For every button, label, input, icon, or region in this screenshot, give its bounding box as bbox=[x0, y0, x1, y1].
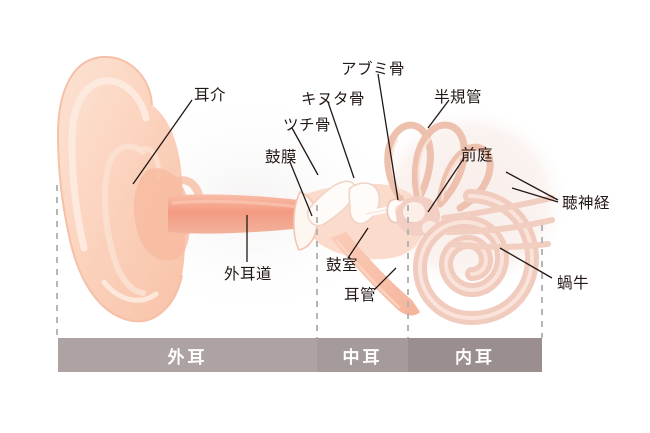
leader-incus bbox=[327, 101, 355, 179]
ear-canal-structure bbox=[168, 194, 304, 234]
region-middle-ear-label: 中耳 bbox=[342, 347, 383, 368]
region-inner-ear-label: 内耳 bbox=[455, 347, 495, 368]
leader-malleus bbox=[291, 127, 319, 176]
leader-auricle bbox=[132, 99, 193, 185]
leader-nerve-2 bbox=[511, 187, 559, 203]
leader-eustachian bbox=[373, 267, 397, 291]
region-outer-ear: 外耳 bbox=[58, 338, 317, 372]
label-auricle: 耳介 bbox=[194, 86, 227, 104]
pinna-auricle bbox=[56, 55, 205, 323]
leader-vestibule bbox=[427, 157, 465, 213]
leader-cochlea bbox=[499, 247, 553, 279]
leader-stapes bbox=[377, 73, 399, 201]
label-tympanic-cavity: 鼓室 bbox=[326, 256, 359, 274]
region-dividers bbox=[56, 185, 543, 338]
leader-semicircular bbox=[427, 99, 450, 129]
leader-lines bbox=[132, 73, 559, 291]
label-ear-canal: 外耳道 bbox=[224, 265, 273, 283]
label-incus: キヌタ骨 bbox=[301, 90, 366, 108]
label-stapes: アブミ骨 bbox=[341, 60, 406, 78]
region-inner-ear: 内耳 bbox=[408, 338, 542, 372]
label-cochlea: 蝸牛 bbox=[557, 274, 590, 292]
region-outer-ear-label: 外耳 bbox=[167, 347, 208, 368]
label-eardrum: 鼓膜 bbox=[265, 148, 298, 166]
leader-tympanic-cavity bbox=[347, 227, 369, 259]
region-middle-ear: 中耳 bbox=[317, 338, 408, 372]
auditory-nerve-structure bbox=[441, 195, 555, 250]
leader-nerve-1 bbox=[505, 171, 559, 201]
label-eustachian-tube: 耳管 bbox=[344, 286, 377, 304]
eustachian-tube-structure bbox=[330, 232, 420, 316]
label-vestibule: 前庭 bbox=[461, 146, 494, 164]
label-malleus: ツチ骨 bbox=[283, 116, 332, 134]
label-auditory-nerve: 聴神経 bbox=[562, 194, 611, 212]
leader-eardrum bbox=[289, 161, 313, 217]
label-semicircular-canals: 半規管 bbox=[434, 88, 483, 106]
cochlea-structure bbox=[412, 189, 540, 326]
